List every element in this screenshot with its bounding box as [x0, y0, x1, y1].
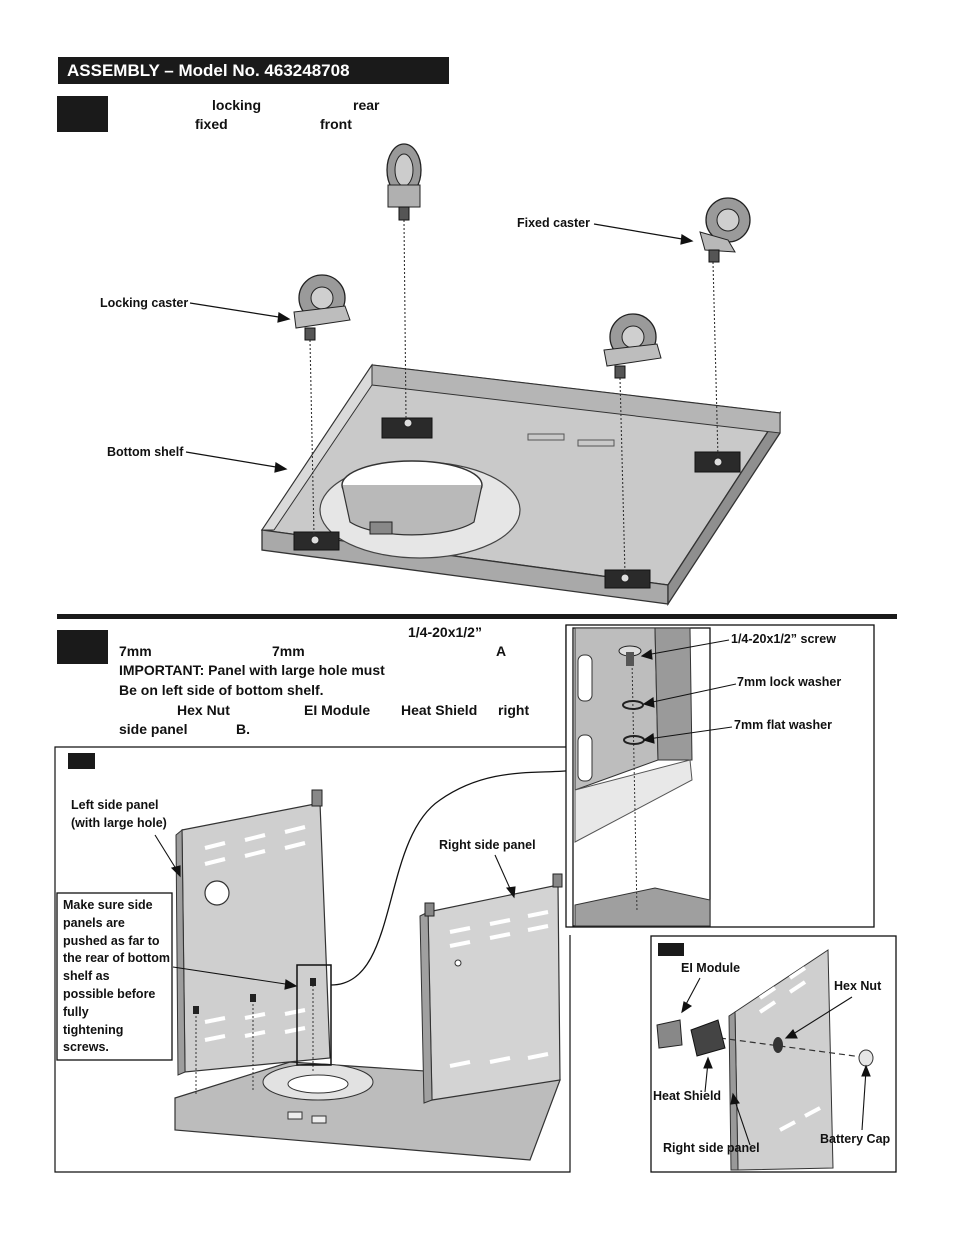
- rear-caster-drawing: [386, 143, 422, 221]
- step-1-illustration: [185, 143, 782, 607]
- figure-b-tag: [658, 943, 684, 956]
- fixed-caster-drawing: [699, 197, 751, 263]
- fixed-caster-label: Fixed caster: [517, 216, 590, 230]
- step-2-figure-a-ref: A: [496, 643, 507, 659]
- step-1-word-rear: rear: [353, 97, 380, 113]
- step-2-flat-washer-size: 7mm: [272, 643, 305, 659]
- locking-caster-label: Locking caster: [100, 296, 189, 310]
- step-2-ei-module: EI Module: [304, 702, 371, 718]
- hex-nut-label: Hex Nut: [834, 979, 882, 993]
- step-2-lock-washer-size: 7mm: [119, 643, 152, 659]
- step-2-illustration: [54, 624, 897, 1173]
- locking-caster-right-drawing: [603, 313, 662, 379]
- note-line: tightening: [63, 1022, 124, 1037]
- step-2-left-side-note: Be on left side of bottom shelf.: [119, 682, 324, 698]
- step-2-screw-spec: 1/4-20x1/2”: [408, 624, 482, 640]
- note-line: pushed as far to: [63, 933, 160, 948]
- step-2-important-note: IMPORTANT: Panel with large hole must: [119, 662, 385, 678]
- note-line: possible before: [63, 986, 156, 1001]
- left-side-panel-label-2: (with large hole): [71, 816, 167, 830]
- note-line: screws.: [63, 1040, 109, 1055]
- step-1-word-fixed: fixed: [195, 116, 228, 132]
- note-line: Make sure side: [63, 898, 153, 912]
- step-2-hex-nut: Hex Nut: [177, 702, 230, 718]
- step-2-number-box: [57, 630, 108, 664]
- detail-highlight-box: [296, 964, 332, 1066]
- note-text: Make sure side panels are pushed as far …: [63, 897, 171, 1057]
- step-1-word-locking: locking: [212, 97, 262, 113]
- step-2-figure-b-ref: B.: [236, 721, 250, 737]
- step-2-right: right: [498, 702, 530, 718]
- step-1-word-front: front: [320, 116, 352, 132]
- screw-label: 1/4-20x1/2” screw: [731, 632, 836, 646]
- note-line: the rear of bottom: [63, 951, 170, 966]
- right-side-panel-label: Right side panel: [439, 838, 536, 852]
- page-title: ASSEMBLY – Model No. 463248708: [58, 57, 449, 84]
- flat-washer-label: 7mm flat washer: [734, 718, 832, 732]
- lock-washer-label: 7mm lock washer: [737, 675, 842, 689]
- heat-shield-label: Heat Shield: [653, 1089, 722, 1103]
- section-divider: [57, 614, 897, 619]
- figure-a-tag: [68, 753, 95, 769]
- left-side-panel-label: Left side panel: [71, 798, 159, 812]
- step-1-number-box: [57, 96, 108, 132]
- note-line: fully: [63, 1004, 89, 1019]
- right-side-panel-b-label: Right side panel: [663, 1141, 760, 1155]
- locking-caster-left-drawing: [293, 274, 351, 341]
- note-line: shelf as: [63, 969, 110, 984]
- step-2-heat-shield: Heat Shield: [401, 702, 478, 718]
- bottom-shelf-label: Bottom shelf: [107, 445, 184, 459]
- note-line: panels are: [63, 915, 125, 930]
- bottom-shelf-drawing: [260, 363, 782, 607]
- note-box: [56, 892, 173, 1061]
- battery-cap-label: Battery Cap: [820, 1132, 891, 1146]
- ei-module-label: EI Module: [681, 961, 741, 975]
- step-2-side-panel: side panel: [119, 721, 188, 737]
